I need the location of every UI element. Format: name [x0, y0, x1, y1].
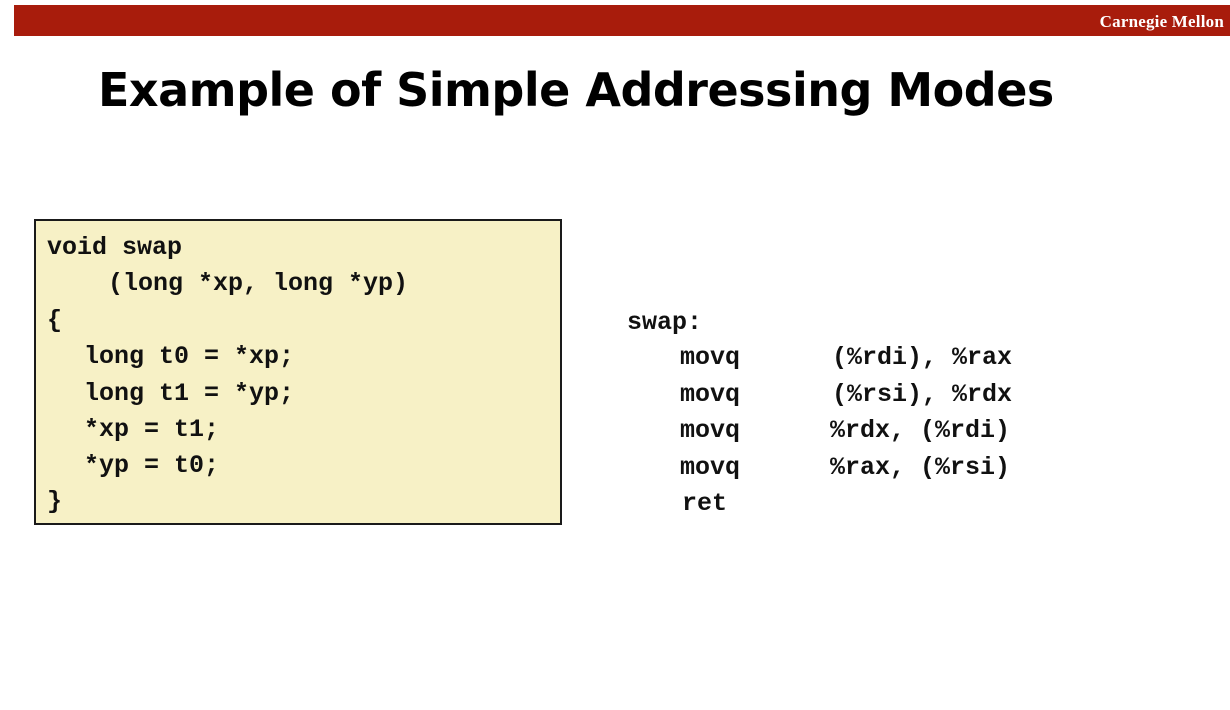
asm-operands: (%rdi), %rax [832, 343, 1013, 372]
brand-name: Carnegie Mellon [1099, 12, 1224, 31]
asm-opcode: movq [680, 380, 741, 409]
asm-opcode: movq [680, 416, 741, 445]
code-line: (long *xp, long *yp) [108, 269, 409, 298]
code-line: *yp = t0; [84, 451, 220, 480]
asm-operands: (%rsi), %rdx [832, 380, 1013, 409]
asm-operands: %rax, (%rsi) [830, 453, 1011, 482]
asm-opcode: movq [680, 453, 741, 482]
code-line: { [47, 306, 63, 335]
asm-opcode: movq [680, 343, 741, 372]
asm-opcode: ret [682, 489, 728, 518]
asm-operands: %rdx, (%rdi) [830, 416, 1011, 445]
slide-title: Example of Simple Addressing Modes [98, 63, 1054, 117]
asm-label: swap: [627, 308, 703, 337]
code-line: long t0 = *xp; [84, 342, 295, 371]
c-code-box: void swap (long *xp, long *yp) { long t0… [34, 219, 562, 525]
code-line: long t1 = *yp; [84, 379, 295, 408]
code-line: void swap [47, 233, 183, 262]
code-line: *xp = t1; [84, 415, 220, 444]
header-bar: Carnegie Mellon [14, 5, 1230, 36]
code-line: } [47, 487, 63, 516]
